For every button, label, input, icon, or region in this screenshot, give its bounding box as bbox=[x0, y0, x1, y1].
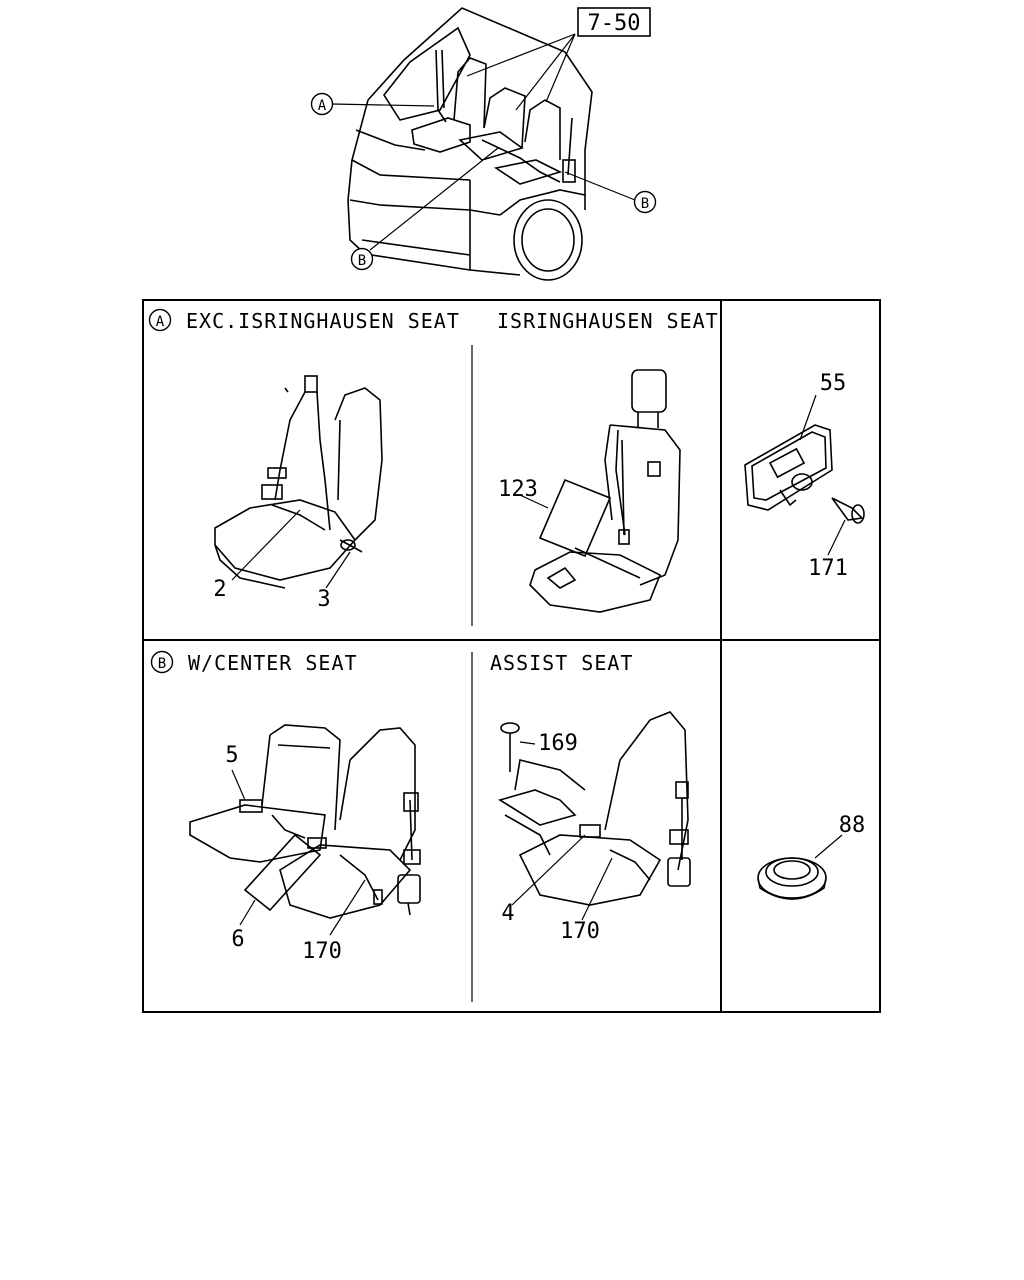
panel-b-letter: B bbox=[158, 656, 166, 672]
callout-b-cab-right: B bbox=[633, 190, 657, 214]
callout-a-letter: A bbox=[318, 98, 327, 114]
parts-table-frame bbox=[142, 299, 881, 1013]
panel-a-isringhausen: ISRINGHAUSEN SEAT 123 bbox=[497, 309, 719, 613]
cab-overview-illustration bbox=[331, 7, 636, 281]
callout-a-cab: A bbox=[310, 92, 334, 116]
panel-b-assist-seat: ASSIST SEAT 169 4 170 bbox=[490, 651, 691, 944]
callout-b-letter: B bbox=[641, 196, 649, 212]
reference-box-7-50: 7-50 bbox=[577, 7, 651, 37]
part-number-5: 5 bbox=[225, 743, 238, 768]
part-number-88: 88 bbox=[839, 813, 866, 838]
panel-b-assist-title: ASSIST SEAT bbox=[490, 651, 633, 675]
panel-a-letter: A bbox=[156, 314, 165, 330]
part-number-6: 6 bbox=[231, 927, 244, 952]
panel-a-isr-title: ISRINGHAUSEN SEAT bbox=[497, 309, 719, 333]
callout-b-cab-left: B bbox=[350, 247, 374, 271]
part-number-123: 123 bbox=[498, 477, 538, 502]
callout-b-letter: B bbox=[358, 253, 366, 269]
part-number-169: 169 bbox=[538, 731, 578, 756]
reference-label: 7-50 bbox=[588, 11, 641, 36]
panel-b-side-parts: 88 bbox=[757, 813, 866, 900]
part-number-170: 170 bbox=[560, 919, 600, 944]
panel-a-exc-isringhausen: A EXC.ISRINGHAUSEN SEAT 2 3 bbox=[148, 308, 460, 612]
part-number-170: 170 bbox=[302, 939, 342, 964]
panel-a-exc-title: EXC.ISRINGHAUSEN SEAT bbox=[186, 309, 460, 333]
panel-b-center-title: W/CENTER SEAT bbox=[188, 651, 358, 675]
part-number-55: 55 bbox=[820, 371, 847, 396]
panel-a-side-parts: 55 171 bbox=[744, 371, 865, 581]
part-number-3: 3 bbox=[317, 587, 330, 612]
part-number-2: 2 bbox=[213, 577, 226, 602]
panel-b-center-seat: B W/CENTER SEAT 5 6 170 bbox=[150, 650, 421, 964]
part-number-4: 4 bbox=[501, 901, 514, 926]
part-number-171: 171 bbox=[808, 556, 848, 581]
